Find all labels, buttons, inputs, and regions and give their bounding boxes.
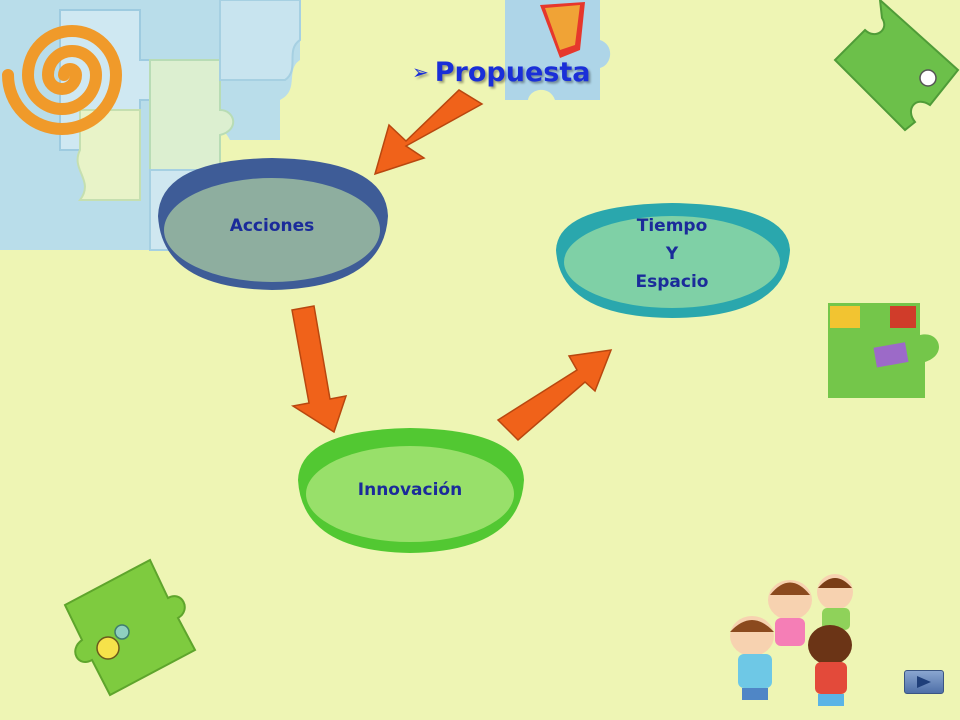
arrow-propuesta-to-acciones [373,89,484,176]
label-tiempo-line-1: Tiempo [636,216,708,236]
arrow-innovacion-to-tiempo [496,349,613,442]
next-slide-button[interactable] [904,670,944,694]
label-acciones: Acciones [229,216,315,236]
label-tiempo-line-3: Espacio [635,272,709,292]
children-playing-icon [730,574,853,706]
node-tiempo [556,203,790,318]
label-innovacion: Innovación [357,480,463,500]
kite-icon [505,0,611,100]
arrow-acciones-to-innovacion [290,305,348,434]
label-tiempo: Tiempo Y Espacio [612,212,732,296]
puzzle-pieces-icon [828,303,939,398]
title-text: Propuesta [434,56,591,88]
puzzle-pieces-icon [833,0,960,132]
next-arrow-icon [917,676,931,688]
slide-title: ➢ Propuesta [412,52,590,92]
bullet-arrow-icon: ➢ [412,60,429,84]
spiral-icon [2,25,123,135]
node-innovacion [298,428,524,553]
label-tiempo-line-2: Y [665,244,679,264]
puzzle-pieces-icon [63,558,197,697]
node-acciones [158,158,388,290]
